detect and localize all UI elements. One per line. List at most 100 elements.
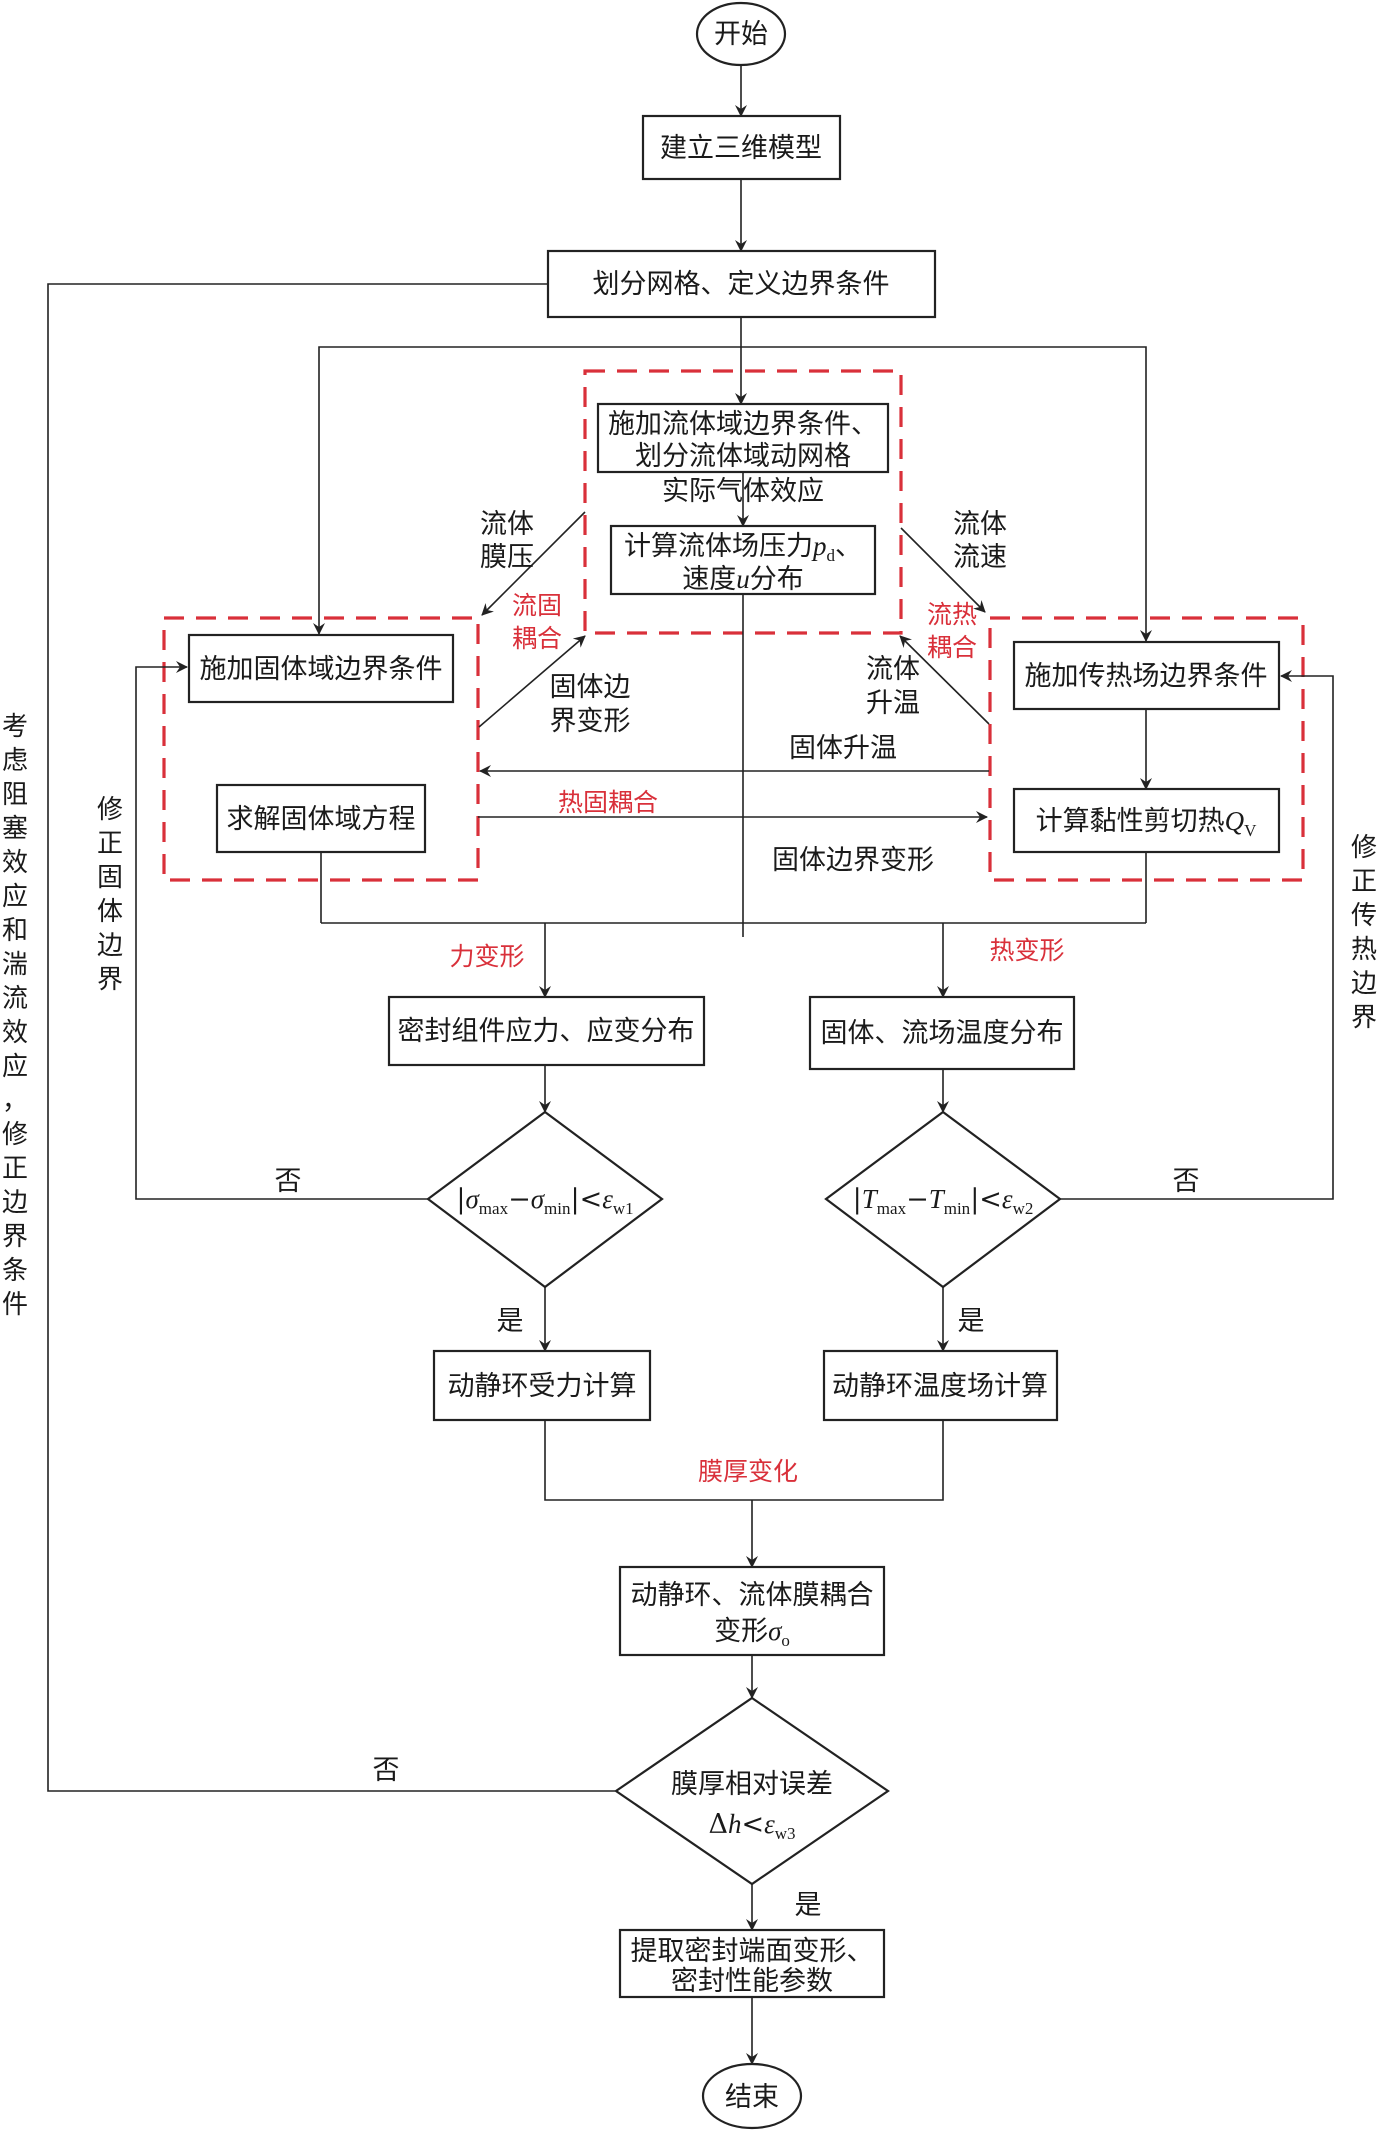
temp-label: 固体、流场温度分布 <box>821 1018 1064 1049</box>
film-pressure-label-1: 流体 <box>480 509 534 540</box>
yes-label-d2: 是 <box>958 1306 985 1337</box>
vertical-label-char: 和 <box>2 916 28 946</box>
vertical-label-char: 虑 <box>2 746 28 776</box>
yes-label-d3: 是 <box>795 1890 822 1921</box>
epsilon-symbol: ε <box>1002 1184 1013 1214</box>
arrow-mesh-solid <box>313 346 741 635</box>
vertical-label-char: 湍 <box>2 950 28 980</box>
coupled-text: 变形 <box>714 1616 768 1647</box>
vertical-label-char: 流 <box>2 984 28 1014</box>
vertical-label-char: 界 <box>97 965 123 995</box>
lt-sign: < <box>580 1184 603 1215</box>
vertical-label-char: 应 <box>2 882 28 912</box>
pressure-symbol: p <box>811 531 827 561</box>
fth-label-1: 流热 <box>927 600 977 629</box>
w2-subscript: w2 <box>1013 1199 1034 1218</box>
vertical-label-char: 考 <box>2 712 28 742</box>
stress-box <box>387 995 706 1067</box>
solid-heat-label: 固体升温 <box>789 733 897 764</box>
fluid-bc-line2: 划分流体域动网格 <box>635 441 851 472</box>
pressure-text: 计算流体场压力 <box>624 531 813 562</box>
shear-heat-symbol: Q <box>1225 806 1245 836</box>
arrow-fluid-velocity <box>900 527 986 613</box>
minus-sign: − <box>906 1184 929 1215</box>
solid-solve-label: 求解固体域方程 <box>227 804 416 835</box>
abs-open: | <box>853 1184 862 1215</box>
fluid-heat-label-1: 流体 <box>866 654 920 685</box>
vertical-label-char: 正 <box>97 829 123 859</box>
decision-stress-label: |σmax−σmin|<εw1 <box>456 1184 633 1218</box>
arrow-film-pressure <box>481 511 586 616</box>
fluid-bc-box <box>596 402 890 474</box>
force-deform-label: 力变形 <box>449 942 524 971</box>
solid-bc-label: 施加固体域边界条件 <box>200 654 443 685</box>
vertical-label-char: 修 <box>2 1120 28 1150</box>
minus-sign: − <box>508 1184 531 1215</box>
solid-deform-label-1: 固体边 <box>550 672 631 703</box>
no-label-d2: 否 <box>1173 1166 1200 1197</box>
vertical-label-char: 效 <box>2 848 28 878</box>
pressure-line1: 计算流体场压力pd、 <box>624 531 862 565</box>
merge-line <box>544 1420 944 1501</box>
extract-line2: 密封性能参数 <box>671 1966 833 1997</box>
yes-label-d1: 是 <box>497 1306 524 1337</box>
mesh-box <box>546 249 937 319</box>
solid-bc-box <box>187 633 455 704</box>
coupled-deform-box <box>618 1565 886 1657</box>
no-label-d3: 否 <box>373 1755 400 1786</box>
build-model-box <box>641 114 842 181</box>
pressure-line2: 速度u分布 <box>682 564 804 595</box>
extract-box <box>618 1928 886 1999</box>
solid-deform-label-2: 界变形 <box>550 706 631 737</box>
vertical-label-char: 阻 <box>2 780 28 810</box>
extract-line1: 提取密封端面变形、 <box>631 1936 874 1967</box>
vertical-label-char: 热 <box>1351 935 1377 965</box>
force-calc-label: 动静环受力计算 <box>448 1371 637 1402</box>
start-label: 开始 <box>714 19 768 50</box>
shear-heat-subscript: V <box>1244 821 1257 840</box>
t-symbol-2: T <box>929 1184 946 1214</box>
shear-heat-label: 计算黏性剪切热QV <box>1036 806 1258 840</box>
sigma-symbol: σ <box>465 1184 480 1214</box>
arrow-fluid-heat <box>899 635 990 725</box>
vertical-label-char: 修 <box>97 795 123 825</box>
shear-heat-box <box>1012 787 1281 854</box>
mesh-label: 划分网格、定义边界条件 <box>593 269 890 300</box>
max-subscript: max <box>479 1199 509 1218</box>
vertical-label-char: 塞 <box>2 814 28 844</box>
sigma-symbol: σ <box>768 1616 783 1646</box>
fth-label-2: 耦合 <box>927 633 977 662</box>
distribution-text: 分布 <box>750 564 804 595</box>
fluid-bc-line1: 施加流体域边界条件、 <box>608 409 878 440</box>
min-subscript: min <box>944 1199 971 1218</box>
arrow-solid-deform <box>478 635 586 728</box>
arrow-mesh-heat <box>741 346 1152 642</box>
decision-temp-label: |Tmax−Tmin|<εw2 <box>853 1184 1034 1218</box>
solid-feedback-line <box>135 661 428 1200</box>
temp-calc-label: 动静环温度场计算 <box>832 1371 1048 1402</box>
temp-calc-box <box>822 1349 1059 1422</box>
epsilon-symbol: ε <box>764 1809 775 1839</box>
abs-close: | <box>970 1184 979 1215</box>
force-calc-box <box>432 1349 652 1422</box>
abs-open: | <box>456 1184 465 1215</box>
fluid-heat-label-2: 升温 <box>866 688 920 719</box>
decision-film-label: 膜厚相对误差 <box>671 1769 833 1800</box>
t-symbol: T <box>862 1184 879 1214</box>
shear-heat-text: 计算黏性剪切热 <box>1036 806 1225 837</box>
lt-sign: < <box>741 1809 764 1840</box>
vertical-label-char: 边 <box>2 1188 28 1218</box>
vertical-label-char: 正 <box>1351 867 1377 897</box>
end-node <box>701 2062 803 2130</box>
film-pressure-label-2: 膜压 <box>480 542 534 573</box>
vertical-label-char: 效 <box>2 1018 28 1048</box>
vertical-label-char: 正 <box>2 1154 28 1184</box>
coupled-line2: 变形σo <box>714 1616 790 1650</box>
pressure-tail: 、 <box>835 531 862 562</box>
h-symbol: h <box>728 1809 742 1839</box>
vertical-label-char: ， <box>2 1086 28 1116</box>
